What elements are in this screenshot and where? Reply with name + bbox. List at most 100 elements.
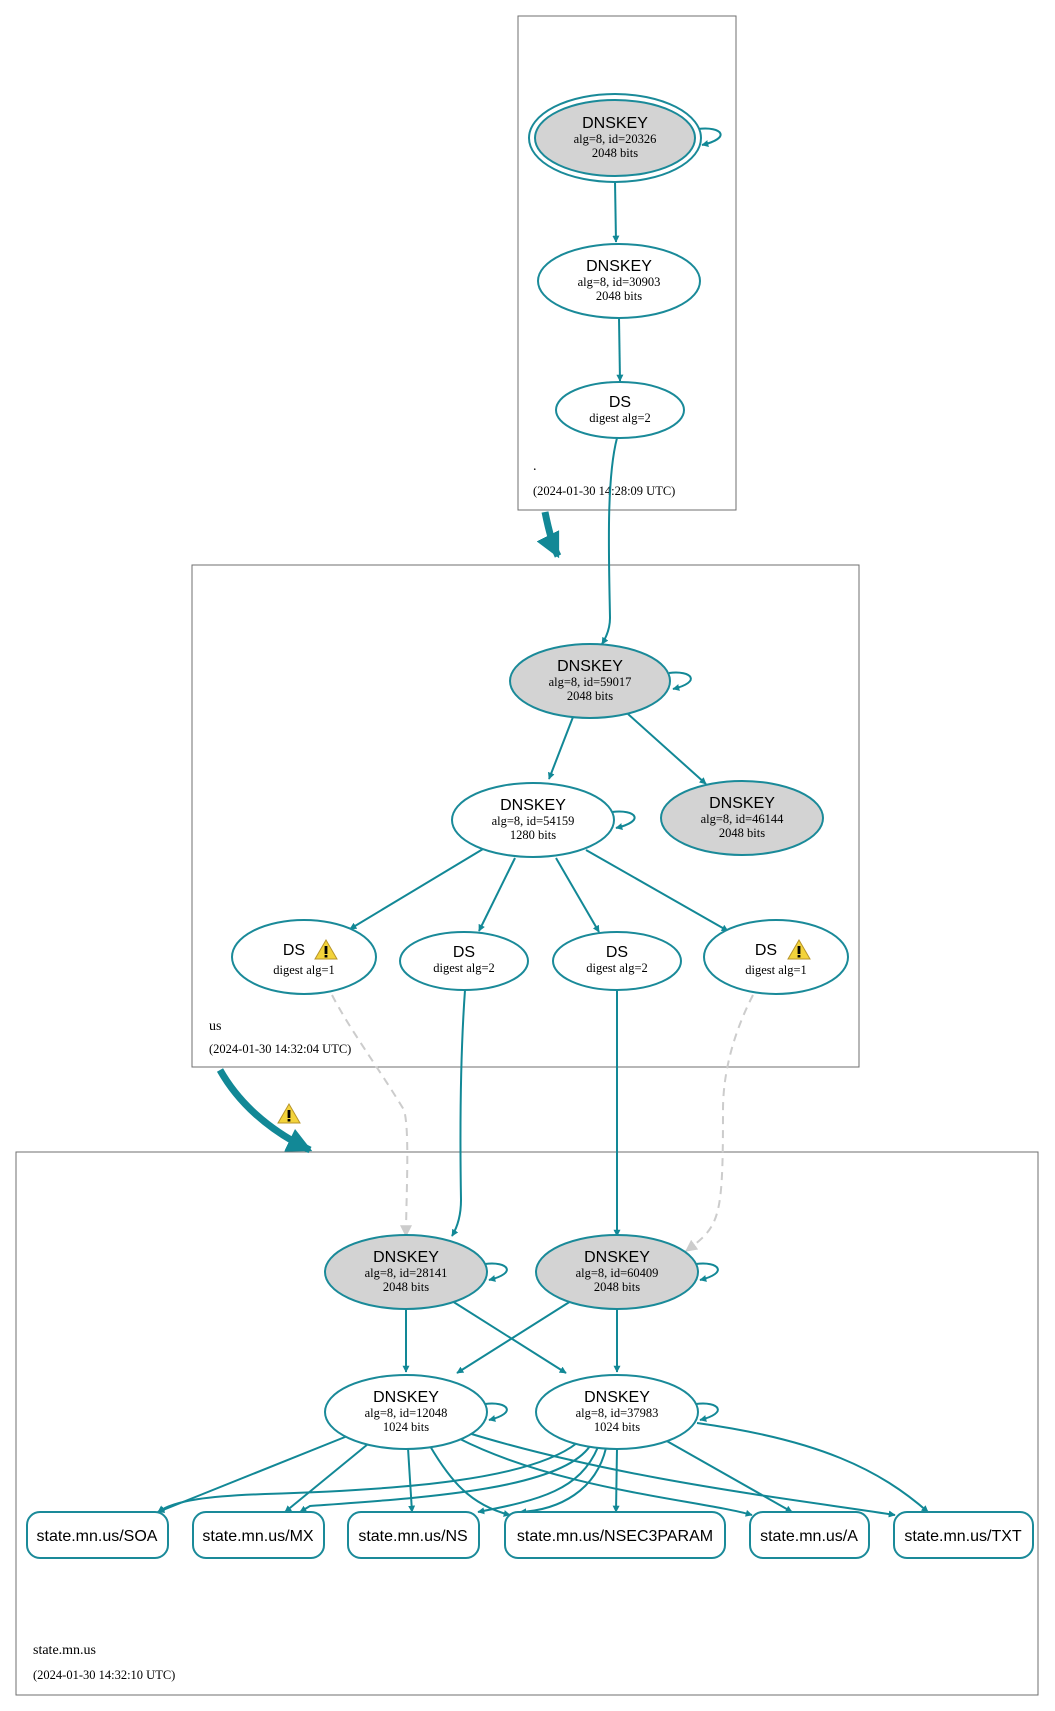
zone-mn-box (15, 1151, 1039, 1696)
edge-us-ksk-to-zsk (548, 716, 574, 780)
node-mn-zsk2-line1: alg=8, id=37983 (576, 1406, 659, 1420)
node-us-ds2: DS digest alg=2 (399, 931, 529, 991)
rrset-mx-label: state.mn.us/MX (202, 1528, 313, 1545)
edge-zsk1-to-nsec3param (429, 1445, 511, 1517)
node-us-ds3-title: DS (606, 944, 628, 961)
node-root-ksk-title: DNSKEY (582, 115, 648, 132)
node-us-zsk: DNSKEY alg=8, id=54159 1280 bits (451, 782, 615, 858)
zone-root-box (517, 15, 737, 511)
node-root-ksk-line2: 2048 bits (592, 146, 638, 160)
edge-us-ksk-to-ksk2 (627, 713, 707, 785)
node-mn-ksk1: DNSKEY alg=8, id=28141 2048 bits (324, 1234, 488, 1310)
edge-zsk1-to-soa (157, 1434, 351, 1513)
zone-us-timestamp: (2024-01-30 14:32:04 UTC) (209, 1042, 351, 1056)
node-mn-ksk2-line1: alg=8, id=60409 (576, 1266, 659, 1280)
node-mn-zsk2: DNSKEY alg=8, id=37983 1024 bits (535, 1374, 699, 1450)
zone-root-timestamp: (2024-01-30 14:28:09 UTC) (533, 484, 675, 498)
edge-us-ds2-to-mn-ksk1 (451, 989, 466, 1237)
edge-root-ds-to-us-ksk (601, 437, 618, 645)
edge-mn-ksk1-self (484, 1262, 508, 1282)
edge-us-zsk-to-ds3 (555, 857, 600, 933)
node-mn-ksk1-line1: alg=8, id=28141 (365, 1266, 448, 1280)
node-mn-ksk2: DNSKEY alg=8, id=60409 2048 bits (535, 1234, 699, 1310)
edge-us-zsk-to-ds2 (478, 857, 516, 932)
edge-root-ksk-self (697, 127, 722, 147)
zone-root-name: . (533, 459, 537, 474)
node-us-ds3-line1: digest alg=2 (586, 961, 648, 975)
node-mn-zsk1-title: DNSKEY (373, 1389, 439, 1406)
rrset-nsec3param-label: state.mn.us/NSEC3PARAM (517, 1528, 713, 1545)
rrset-txt-label: state.mn.us/TXT (904, 1528, 1022, 1545)
node-root-ksk: DNSKEY alg=8, id=20326 2048 bits (528, 93, 702, 183)
edge-zsk2-to-txt (696, 1422, 929, 1513)
edge-mn-zsk1-self (484, 1402, 508, 1422)
edge-zsk2-to-nsec3param (519, 1447, 607, 1516)
node-us-ds3: DS digest alg=2 (552, 931, 682, 991)
delegation-root-to-us (536, 511, 562, 559)
node-root-zsk-line1: alg=8, id=30903 (578, 275, 661, 289)
node-mn-zsk1-line2: 1024 bits (383, 1420, 429, 1434)
rrset-nsec3param: state.mn.us/NSEC3PARAM (504, 1511, 726, 1559)
node-mn-zsk1-line1: alg=8, id=12048 (365, 1406, 448, 1420)
node-us-ksk-line1: alg=8, id=59017 (549, 675, 632, 689)
rrset-soa-label: state.mn.us/SOA (37, 1528, 158, 1545)
node-root-ksk-line1: alg=8, id=20326 (574, 132, 657, 146)
node-us-ksk-line2: 2048 bits (567, 689, 613, 703)
edge-zsk2-to-ns (477, 1446, 599, 1515)
edge-zsk2-to-mx (299, 1445, 591, 1513)
edge-mn-ksk2-self (695, 1262, 719, 1282)
node-us-ds1: DS digest alg=1 (231, 919, 377, 995)
node-us-ksk2: DNSKEY alg=8, id=46144 2048 bits (660, 780, 824, 856)
node-us-ksk-title: DNSKEY (557, 658, 623, 675)
edge-mn-ksk2-to-zsk1 (456, 1300, 572, 1374)
node-us-ksk2-line2: 2048 bits (719, 826, 765, 840)
zone-mn-timestamp: (2024-01-30 14:32:10 UTC) (33, 1668, 175, 1682)
node-us-zsk-title: DNSKEY (500, 797, 566, 814)
edge-zsk2-to-soa (157, 1442, 578, 1513)
edge-mn-zsk2-self (695, 1402, 719, 1422)
node-us-ksk2-title: DNSKEY (709, 795, 775, 812)
node-us-ds2-title: DS (453, 944, 475, 961)
node-root-zsk-line2: 2048 bits (596, 289, 642, 303)
node-us-ksk: DNSKEY alg=8, id=59017 2048 bits (509, 643, 671, 719)
node-mn-zsk2-line2: 1024 bits (594, 1420, 640, 1434)
edge-zsk1-to-ns (407, 1447, 416, 1513)
node-us-ksk2-line1: alg=8, id=46144 (701, 812, 785, 826)
edge-us-zsk-to-ds1 (349, 848, 484, 930)
zone-us-name: us (209, 1019, 221, 1034)
edge-mn-ksk1-to-zsk2 (451, 1300, 567, 1374)
node-root-ds-line1: digest alg=2 (589, 411, 651, 425)
edge-us-zsk-self (611, 810, 636, 830)
rrset-a: state.mn.us/A (749, 1511, 870, 1559)
edge-us-ds1-to-mn-ksk1 (331, 994, 413, 1238)
node-mn-ksk2-title: DNSKEY (584, 1249, 650, 1266)
rrset-ns-label: state.mn.us/NS (358, 1528, 467, 1545)
rrset-txt: state.mn.us/TXT (893, 1511, 1034, 1559)
edge-zsk1-to-mx (284, 1443, 369, 1513)
node-mn-zsk2-title: DNSKEY (584, 1389, 650, 1406)
zone-mn-name: state.mn.us (33, 1643, 96, 1658)
edge-us-ksk-self (668, 671, 692, 691)
node-us-ds4-line1: digest alg=1 (745, 963, 807, 977)
node-us-zsk-line1: alg=8, id=54159 (492, 814, 575, 828)
edge-zsk2-to-a (664, 1439, 793, 1513)
node-mn-ksk1-line2: 2048 bits (383, 1280, 429, 1294)
node-us-zsk-line2: 1280 bits (510, 828, 556, 842)
node-us-ds2-line1: digest alg=2 (433, 961, 495, 975)
edge-us-ds4-to-mn-ksk2 (685, 994, 754, 1252)
rrset-soa: state.mn.us/SOA (26, 1511, 169, 1559)
edge-zsk1-to-txt (464, 1431, 896, 1518)
node-mn-zsk1: DNSKEY alg=8, id=12048 1024 bits (324, 1374, 488, 1450)
node-us-ds1-title: DS (283, 942, 305, 959)
node-us-ds4-title: DS (755, 942, 777, 959)
rrset-a-label: state.mn.us/A (760, 1528, 858, 1545)
rrset-ns: state.mn.us/NS (347, 1511, 480, 1559)
edge-zsk2-to-nsec3param-b (612, 1447, 620, 1513)
edge-us-zsk-to-ds4 (585, 849, 729, 932)
edge-root-zsk-to-ds (616, 317, 624, 382)
node-us-ds4: DS digest alg=1 (703, 919, 849, 995)
delegation-us-to-mn (216, 1068, 313, 1154)
node-root-zsk-title: DNSKEY (586, 258, 652, 275)
rrset-mx: state.mn.us/MX (192, 1511, 325, 1559)
